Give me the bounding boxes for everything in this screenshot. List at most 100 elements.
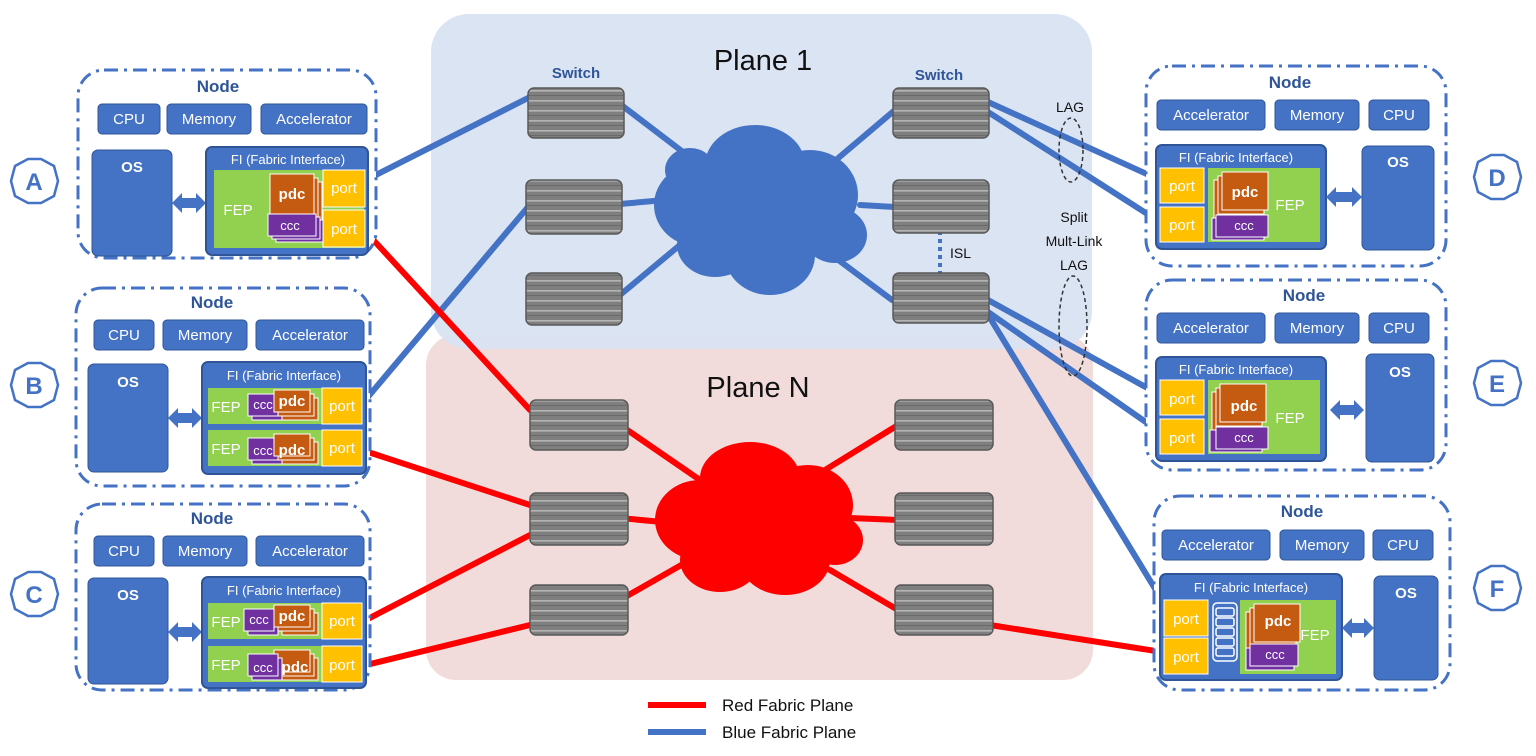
cpu-box bbox=[1368, 99, 1430, 131]
os-box bbox=[1361, 145, 1435, 251]
pdc-label: pdc bbox=[1231, 398, 1258, 415]
pdc-label: pdc bbox=[279, 186, 306, 203]
fep-label: FEP bbox=[1300, 627, 1329, 644]
cpu-label: CPU bbox=[1387, 537, 1419, 554]
port-box bbox=[1159, 418, 1205, 455]
ccc-label: ccc bbox=[253, 443, 273, 458]
os-box bbox=[87, 577, 169, 685]
fep-label: FEP bbox=[223, 202, 252, 219]
port-label: port bbox=[329, 440, 356, 457]
accelerator-label: Accelerator bbox=[272, 327, 348, 344]
accelerator-box bbox=[255, 319, 365, 351]
port-label: port bbox=[329, 657, 356, 674]
plane-1-cloud bbox=[654, 125, 867, 295]
switch bbox=[525, 179, 623, 235]
os-box bbox=[1365, 353, 1435, 463]
port-label: port bbox=[329, 613, 356, 630]
switch bbox=[894, 492, 994, 546]
os-label: OS bbox=[117, 587, 139, 604]
node-letter: B bbox=[25, 373, 42, 400]
fabric-interface-label: FI (Fabric Interface) bbox=[1179, 362, 1293, 377]
accelerator-label: Accelerator bbox=[276, 111, 352, 128]
split-lag-ellipse bbox=[1058, 275, 1088, 377]
ccc-label: ccc bbox=[253, 397, 273, 412]
switch bbox=[892, 272, 990, 324]
node-letter: D bbox=[1488, 165, 1505, 192]
node-title: Node bbox=[197, 77, 240, 96]
ccc-stack bbox=[1245, 643, 1299, 671]
port-box bbox=[1163, 637, 1209, 675]
plane-n-cloud bbox=[655, 442, 863, 595]
double-arrow-icon bbox=[168, 408, 202, 428]
pdc-stack bbox=[273, 604, 319, 636]
port-label: port bbox=[1173, 611, 1200, 628]
cpu-box bbox=[93, 535, 155, 567]
memory-label: Memory bbox=[178, 543, 233, 560]
fabric-interface-label: FI (Fabric Interface) bbox=[227, 368, 341, 383]
port-label: port bbox=[1169, 391, 1196, 408]
node-f-badge bbox=[1472, 564, 1523, 612]
node-title: Node bbox=[1281, 502, 1324, 521]
accelerator-label: Accelerator bbox=[1173, 107, 1249, 124]
switch bbox=[894, 399, 994, 451]
node-e: Node Accelerator Memory CPU FI (Fabric I… bbox=[1144, 278, 1448, 472]
cpu-label: CPU bbox=[1383, 320, 1415, 337]
double-arrow-icon bbox=[1342, 618, 1374, 638]
os-label: OS bbox=[1387, 154, 1409, 171]
port-box bbox=[321, 429, 363, 467]
node-a-badge bbox=[9, 157, 60, 205]
node-letter: E bbox=[1489, 371, 1505, 398]
switch bbox=[892, 87, 990, 139]
pdc-label: pdc bbox=[279, 393, 306, 410]
pdc-label: pdc bbox=[279, 442, 306, 459]
fabric-interface-label: FI (Fabric Interface) bbox=[231, 152, 345, 167]
memory-box bbox=[1274, 99, 1360, 131]
fabric-interface-label: FI (Fabric Interface) bbox=[1179, 150, 1293, 165]
memory-box bbox=[166, 103, 252, 135]
port-box bbox=[1163, 599, 1209, 637]
port-label: port bbox=[331, 180, 358, 197]
ccc-label: ccc bbox=[1234, 430, 1254, 445]
accelerator-box bbox=[1156, 312, 1266, 344]
node-letter: F bbox=[1490, 576, 1505, 603]
port-box bbox=[322, 209, 366, 248]
node-d: Node Accelerator Memory CPU FI (Fabric I… bbox=[1144, 64, 1448, 268]
split-lag-label: Split bbox=[1060, 209, 1087, 225]
pdc-label: pdc bbox=[1232, 184, 1259, 201]
fep-label: FEP bbox=[211, 399, 240, 416]
port-queue-icon bbox=[1212, 602, 1238, 662]
lag-label: LAG bbox=[1056, 99, 1084, 115]
pdc-label: pdc bbox=[1265, 613, 1292, 630]
pdc-label: pdc bbox=[279, 608, 306, 625]
ccc-label: ccc bbox=[1265, 647, 1285, 662]
os-label: OS bbox=[117, 374, 139, 391]
port-label: port bbox=[1169, 178, 1196, 195]
ccc-stack bbox=[1211, 214, 1269, 241]
pdc-stack bbox=[273, 433, 319, 465]
accelerator-box bbox=[255, 535, 365, 567]
accelerator-box bbox=[1156, 99, 1266, 131]
cpu-box bbox=[93, 319, 155, 351]
blue-fabric-links bbox=[359, 95, 1171, 613]
ccc-label: ccc bbox=[280, 218, 300, 233]
cpu-label: CPU bbox=[108, 543, 140, 560]
ccc-stack bbox=[243, 608, 279, 636]
os-label: OS bbox=[1389, 364, 1411, 381]
node-c: Node CPU Memory Accelerator OS FI (Fabri… bbox=[74, 502, 372, 692]
node-a: Node CPU Memory Accelerator OS FI (Fabri… bbox=[76, 68, 378, 260]
os-label: OS bbox=[121, 159, 143, 176]
node-letter-badges bbox=[9, 153, 1523, 618]
switch bbox=[529, 584, 629, 636]
double-arrow-icon bbox=[1330, 400, 1364, 420]
cpu-box bbox=[1372, 529, 1434, 561]
fep-label: FEP bbox=[211, 441, 240, 458]
port-box bbox=[1159, 167, 1205, 204]
node-b: Node CPU Memory Accelerator OS FI (Fabri… bbox=[74, 286, 372, 488]
switch bbox=[892, 179, 990, 234]
node-title: Node bbox=[191, 509, 234, 528]
cpu-label: CPU bbox=[1383, 107, 1415, 124]
node-c-badge bbox=[9, 570, 60, 618]
pdc-stack bbox=[273, 389, 319, 421]
split-lag-label: LAG bbox=[1060, 257, 1088, 273]
node-f: Node Accelerator Memory CPU FI (Fabric I… bbox=[1152, 494, 1452, 692]
